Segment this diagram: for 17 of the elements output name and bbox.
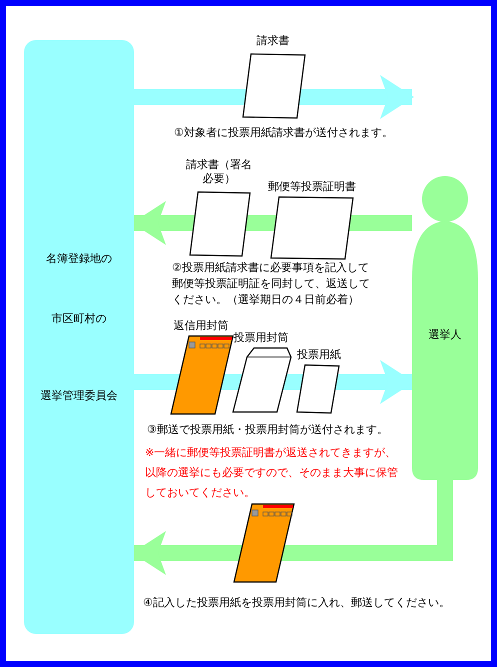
step-text: ③郵送で投票用紙・投票用封筒が送付されます。 (147, 422, 389, 438)
step-text: ④記入した投票用紙を投票用封筒に入れ、郵送してください。 (143, 595, 451, 611)
step-text: ②投票用紙請求書に必要事項を記入して郵便等投票証明証を同封して、返送してください。（選挙期日の４日前必着） (172, 260, 371, 308)
panel (24, 40, 134, 634)
panel-text: 選挙管理委員会 (40, 388, 118, 404)
item-label: 返信用封筒 (172, 318, 230, 334)
panel-text: 名簿登録地の (45, 251, 113, 267)
item-label: 請求書（署名必要） (185, 158, 253, 186)
note-text: ※一緒に郵便等投票証明書が返送されてきますが、以降の選挙にも必要ですので、そのまま大事に保管しておいてください。 (145, 445, 399, 501)
step-text: ①対象者に投票用紙請求書が送付されます。 (174, 125, 394, 141)
arrow (132, 480, 453, 575)
item-label: 投票用紙 (296, 347, 342, 363)
item-label: 郵便等投票証明書 (267, 179, 357, 195)
item-label: 投票用封筒 (232, 330, 290, 346)
item-label: 請求書 (256, 33, 290, 49)
person-label: 選挙人 (428, 327, 462, 343)
panel-text: 市区町村の (50, 311, 108, 327)
